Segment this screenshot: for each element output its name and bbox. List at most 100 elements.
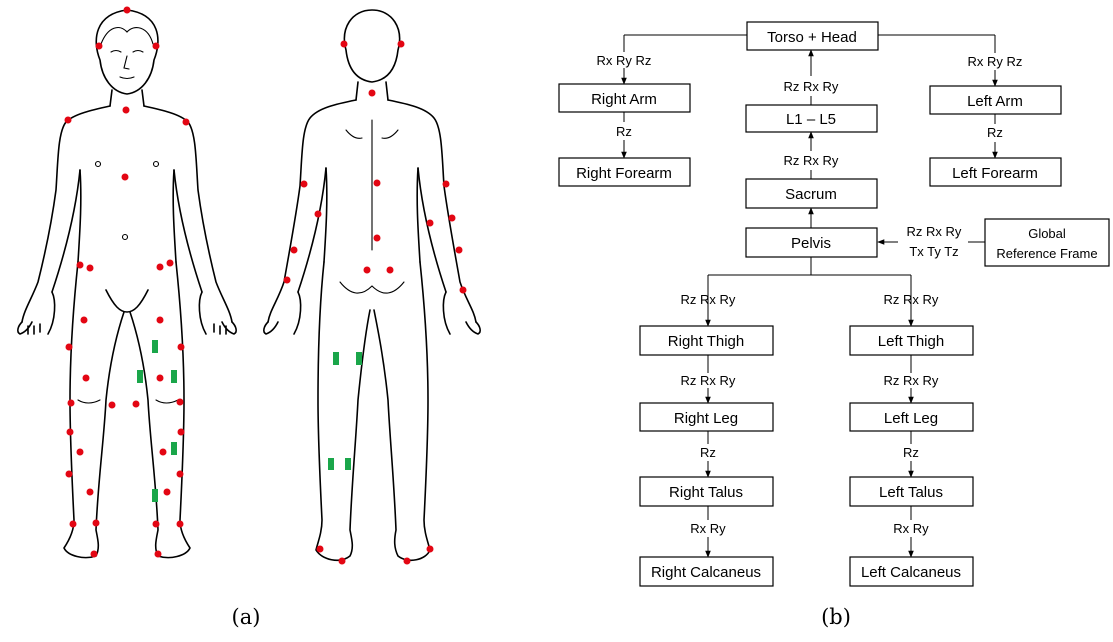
marker-dot <box>374 235 381 242</box>
marker-dot <box>122 174 129 181</box>
sensor-patch <box>171 442 177 455</box>
marker-dot <box>81 317 88 324</box>
node-left-thigh: Left Thigh <box>850 326 973 355</box>
front-legs <box>64 262 190 558</box>
marker-dot <box>65 117 72 124</box>
dof-label: Rz Rx Ry <box>681 292 736 307</box>
marker-dot <box>155 551 162 558</box>
node-global-reference-frame: Global Reference Frame <box>985 219 1109 266</box>
marker-dot <box>443 181 450 188</box>
dof-label: Rx Ry <box>893 521 929 536</box>
front-navel <box>123 235 128 240</box>
front-nose <box>124 56 129 69</box>
marker-dot <box>167 260 174 267</box>
marker-dot <box>164 489 171 496</box>
sensor-patch <box>137 370 143 383</box>
marker-dot <box>123 107 130 114</box>
node-l1-l5: L1 – L5 <box>746 105 877 132</box>
dof-label: Rz <box>987 125 1003 140</box>
node-right-talus: Right Talus <box>640 477 773 506</box>
node-label: Left Thigh <box>878 333 944 350</box>
node-left-calcaneus: Left Calcaneus <box>850 557 973 586</box>
marker-dot <box>178 344 185 351</box>
dof-label: Rz <box>616 124 632 139</box>
dof-label: Rz <box>700 445 716 460</box>
marker-dot <box>109 402 116 409</box>
front-body-illustration <box>18 10 236 558</box>
sensor-patch <box>345 458 351 470</box>
marker-dot <box>68 400 75 407</box>
panel-a-body-markers: (a) <box>18 7 480 630</box>
marker-dot <box>77 262 84 269</box>
marker-dot <box>369 90 376 97</box>
front-left-hand <box>18 292 55 334</box>
marker-dot <box>177 471 184 478</box>
dof-label: Rz Rx Ry <box>907 224 962 239</box>
node-label: Pelvis <box>791 235 831 252</box>
marker-dot <box>177 521 184 528</box>
node-left-arm: Left Arm <box>930 86 1061 114</box>
front-left-nipple <box>96 162 101 167</box>
sensor-patch <box>333 352 339 365</box>
marker-dot <box>160 449 167 456</box>
marker-dot <box>153 43 160 50</box>
caption-b: (b) <box>821 605 851 629</box>
node-right-calcaneus: Right Calcaneus <box>640 557 773 586</box>
node-label: Left Talus <box>879 484 943 501</box>
marker-dot <box>291 247 298 254</box>
front-left-eye <box>111 51 121 53</box>
marker-dot <box>91 551 98 558</box>
marker-dot <box>93 520 100 527</box>
sensor-patch <box>152 340 158 353</box>
node-label: Right Forearm <box>576 165 672 182</box>
marker-dot <box>364 267 371 274</box>
marker-dot <box>404 558 411 565</box>
dof-label: Rz Rx Ry <box>784 79 839 94</box>
marker-dot <box>70 521 77 528</box>
back-left-hand <box>264 292 301 334</box>
marker-dot <box>87 265 94 272</box>
back-buttocks <box>340 282 404 293</box>
node-label: Right Thigh <box>668 333 744 350</box>
sensor-patch <box>328 458 334 470</box>
marker-dot <box>449 215 456 222</box>
sensor-patch <box>152 489 158 502</box>
panel-b-kinematic-chain: Torso + Head Right Arm Right Forearm L1 … <box>559 22 1109 629</box>
node-right-thigh: Right Thigh <box>640 326 773 355</box>
marker-dot <box>77 449 84 456</box>
dof-label: Rx Ry <box>690 521 726 536</box>
sensor-patch <box>356 352 362 365</box>
node-right-forearm: Right Forearm <box>559 158 690 186</box>
marker-dot <box>427 220 434 227</box>
marker-dot <box>66 471 73 478</box>
marker-dots <box>65 7 467 565</box>
node-label: Left Forearm <box>952 165 1038 182</box>
dof-label: Tx Ty Tz <box>909 244 958 259</box>
dof-label: Rx Ry Rz <box>968 54 1023 69</box>
marker-dot <box>456 247 463 254</box>
marker-dot <box>67 429 74 436</box>
node-right-leg: Right Leg <box>640 403 773 431</box>
node-sacrum: Sacrum <box>746 179 877 208</box>
marker-dot <box>87 489 94 496</box>
front-mouth <box>120 77 134 79</box>
marker-dot <box>177 399 184 406</box>
dof-label: Rz Rx Ry <box>884 292 939 307</box>
sensor-patch <box>171 370 177 383</box>
marker-dot <box>374 180 381 187</box>
node-label-line2: Reference Frame <box>996 246 1097 261</box>
node-left-forearm: Left Forearm <box>930 158 1061 186</box>
node-right-arm: Right Arm <box>559 84 690 112</box>
front-knees <box>78 400 178 403</box>
caption-a: (a) <box>232 605 261 629</box>
marker-dot <box>157 317 164 324</box>
marker-dot <box>317 546 324 553</box>
back-right-hand <box>443 292 480 334</box>
marker-dot <box>341 41 348 48</box>
node-pelvis: Pelvis <box>746 228 877 257</box>
marker-dot <box>339 558 346 565</box>
node-label: Right Talus <box>669 484 743 501</box>
dof-label: Rz Rx Ry <box>884 373 939 388</box>
marker-dot <box>427 546 434 553</box>
